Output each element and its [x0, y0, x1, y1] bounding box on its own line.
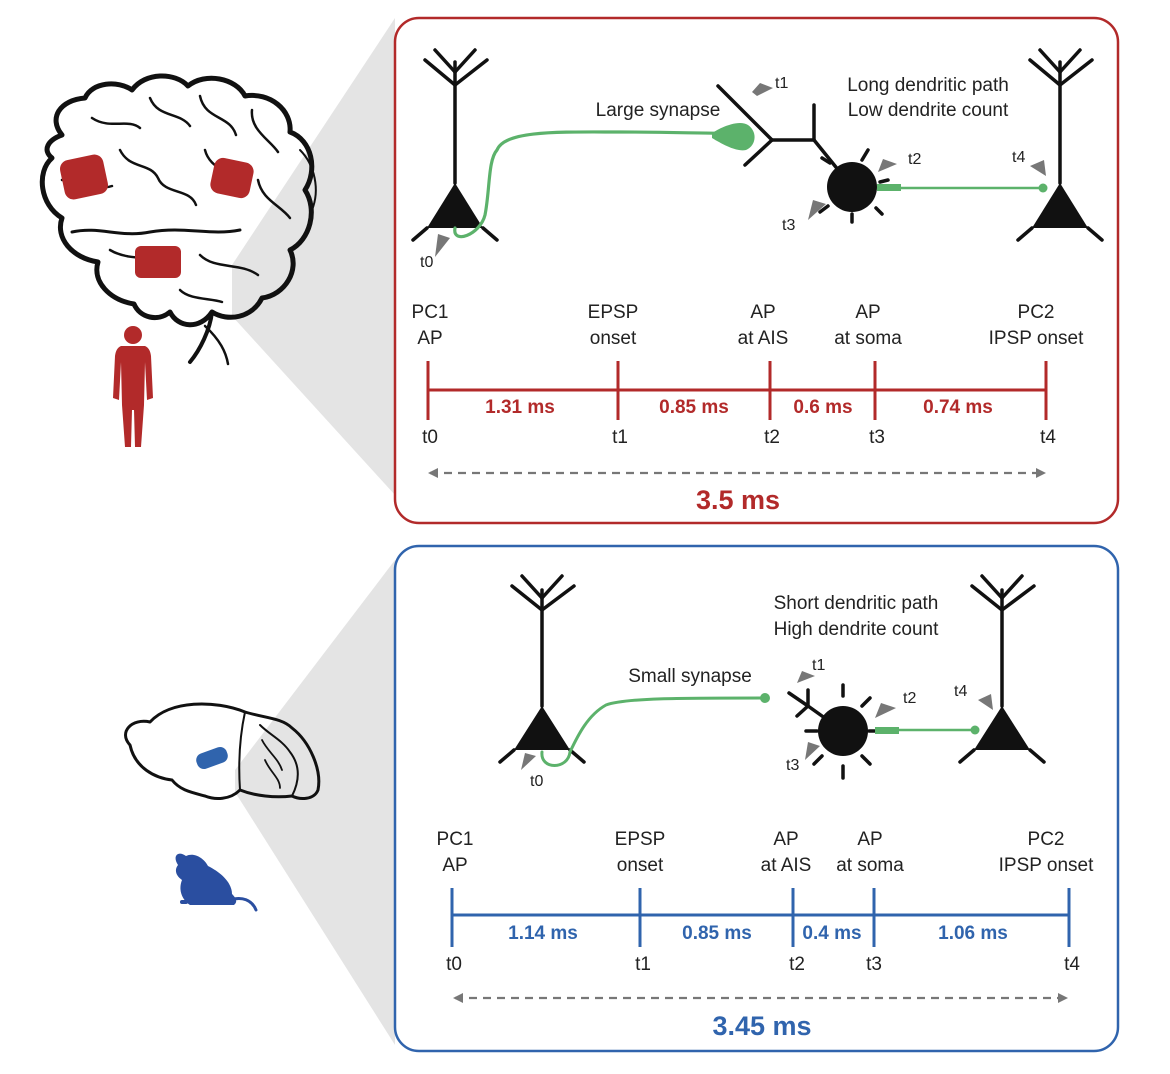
mouse-tick-label-t2: t2 — [789, 954, 805, 975]
mouse-synapse-label: Small synapse — [628, 666, 752, 687]
mouse-brain-icon — [124, 702, 321, 800]
human-marker-t4: t4 — [1012, 149, 1025, 166]
human-panel-frame — [393, 16, 1120, 525]
human-interneuron — [716, 84, 890, 224]
human-marker-t2: t2 — [908, 151, 921, 168]
mouse-segment-1: 1.14 ms — [508, 923, 578, 944]
mouse-description-line-2: High dendrite count — [774, 619, 939, 640]
mouse-region-cortex — [196, 746, 228, 770]
mouse-event-2-line2: at AIS — [761, 855, 812, 876]
mouse-event-0-line1: PC1 — [437, 829, 474, 850]
human-arrow-t1 — [752, 83, 773, 96]
mouse-marker-t3: t3 — [786, 757, 799, 774]
mouse-pyramidal-cell-2 — [958, 574, 1046, 764]
human-axon — [453, 130, 737, 239]
human-marker-t3: t3 — [782, 217, 795, 234]
human-region-parietal — [210, 157, 254, 199]
human-large-synapse-bouton — [712, 122, 755, 151]
human-event-2-line2: at AIS — [738, 328, 789, 349]
mouse-arrow-t0 — [521, 753, 536, 770]
human-event-3-line2: at soma — [834, 328, 902, 349]
human-region-frontal — [59, 154, 109, 200]
mouse-tick-label-t1: t1 — [635, 954, 651, 975]
mouse-arrow-t3 — [805, 742, 820, 760]
mouse-event-3-line2: at soma — [836, 855, 904, 876]
mouse-event-0-line2: AP — [442, 855, 467, 876]
mouse-event-1-line2: onset — [617, 855, 664, 876]
human-description-line-2: Low dendrite count — [848, 100, 1009, 121]
human-arrow-t0 — [435, 234, 450, 257]
human-arrow-t2 — [878, 159, 897, 172]
mouse-segment-2: 0.85 ms — [682, 923, 752, 944]
mouse-axon — [540, 696, 764, 767]
mouse-tick-label-t0: t0 — [446, 954, 462, 975]
human-event-1-line2: onset — [590, 328, 637, 349]
mouse-panel-frame — [393, 544, 1120, 1053]
human-segment-4: 0.74 ms — [923, 397, 993, 418]
human-tick-label-t3: t3 — [869, 427, 885, 448]
human-segment-3: 0.6 ms — [793, 397, 852, 418]
human-event-2-line1: AP — [750, 302, 775, 323]
mouse-segment-4: 1.06 ms — [938, 923, 1008, 944]
mouse-tick-label-t3: t3 — [866, 954, 882, 975]
mouse-event-4-line1: PC2 — [1028, 829, 1065, 850]
mouse-arrow-t2 — [875, 703, 896, 718]
mouse-interneuron — [787, 683, 882, 780]
human-marker-t1: t1 — [775, 75, 788, 92]
mouse-segment-3: 0.4 ms — [802, 923, 861, 944]
mouse-event-4-line2: IPSP onset — [999, 855, 1094, 876]
mouse-tick-label-t4: t4 — [1064, 954, 1080, 975]
human-event-0-line1: PC1 — [412, 302, 449, 323]
mouse-total-latency: 3.45 ms — [712, 1011, 811, 1041]
mouse-marker-t0: t0 — [530, 773, 543, 790]
human-figure-icon — [113, 326, 153, 447]
human-event-0-line2: AP — [417, 328, 442, 349]
mouse-arrow-t1 — [797, 671, 815, 683]
human-pyramidal-cell-2 — [1016, 48, 1104, 242]
human-event-4-line2: IPSP onset — [989, 328, 1084, 349]
human-total-latency: 3.5 ms — [696, 485, 780, 515]
mouse-projection-beam — [235, 560, 395, 1045]
mouse-event-1-line1: EPSP — [615, 829, 666, 850]
mouse-arrow-t4 — [978, 694, 993, 710]
human-segment-1: 1.31 ms — [485, 397, 555, 418]
human-tick-label-t1: t1 — [612, 427, 628, 448]
mouse-marker-t1: t1 — [812, 657, 825, 674]
human-event-3-line1: AP — [855, 302, 880, 323]
mouse-description-line-1: Short dendritic path — [774, 593, 939, 614]
human-event-1-line1: EPSP — [588, 302, 639, 323]
mouse-figure-icon — [175, 853, 258, 912]
human-arrow-t4 — [1030, 160, 1046, 176]
human-tick-label-t4: t4 — [1040, 427, 1056, 448]
human-marker-t0: t0 — [420, 254, 433, 271]
human-arrow-t3 — [808, 200, 826, 220]
mouse-interneuron-axon — [875, 725, 980, 735]
human-region-temporal — [135, 246, 181, 278]
mouse-timeline: PC1 AP EPSP onset AP at AIS AP at soma P… — [437, 829, 1095, 1041]
mouse-pyramidal-cell-1 — [498, 574, 586, 764]
human-timeline: PC1 AP EPSP onset AP at AIS AP at soma P… — [412, 302, 1085, 515]
human-pyramidal-cell-1 — [411, 48, 499, 242]
human-event-4-line1: PC2 — [1018, 302, 1055, 323]
human-segment-2: 0.85 ms — [659, 397, 729, 418]
human-projection-beam — [232, 18, 395, 495]
human-tick-label-t0: t0 — [422, 427, 438, 448]
human-tick-label-t2: t2 — [764, 427, 780, 448]
human-interneuron-axon — [877, 183, 1048, 193]
mouse-marker-t2: t2 — [903, 690, 916, 707]
mouse-marker-t4: t4 — [954, 683, 967, 700]
mouse-small-synapse-bouton — [760, 693, 770, 703]
human-description-line-1: Long dendritic path — [847, 75, 1009, 96]
human-synapse-label: Large synapse — [596, 100, 721, 121]
mouse-event-2-line1: AP — [773, 829, 798, 850]
mouse-event-3-line1: AP — [857, 829, 882, 850]
